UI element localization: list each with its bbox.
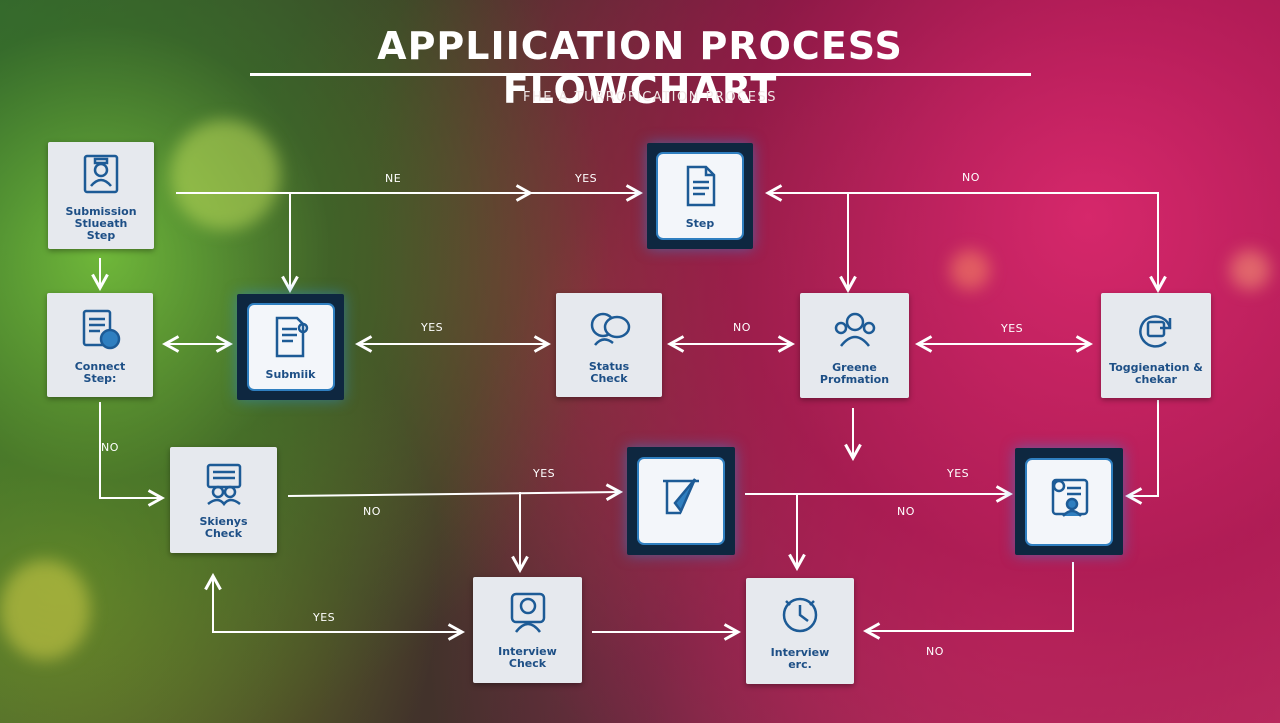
edge-label: YES bbox=[313, 611, 336, 624]
document-icon bbox=[676, 162, 724, 214]
form-icon bbox=[267, 313, 315, 365]
profile-card-icon bbox=[1045, 474, 1093, 526]
node-step[interactable]: Step bbox=[647, 143, 753, 249]
bokeh-light bbox=[0, 560, 90, 660]
bokeh-light bbox=[170, 120, 280, 230]
edge-label: YES bbox=[947, 467, 970, 480]
edge-label: YES bbox=[533, 467, 556, 480]
node-profile-card[interactable] bbox=[1015, 448, 1123, 555]
edge-label: NO bbox=[962, 171, 980, 184]
applicant-id-icon bbox=[77, 150, 125, 202]
refresh-check-icon bbox=[1132, 306, 1180, 358]
edge-label: NO bbox=[101, 441, 119, 454]
edge-label: YES bbox=[421, 321, 444, 334]
edge-label: NO bbox=[897, 505, 915, 518]
chat-icon bbox=[585, 305, 633, 357]
edge-label: NO bbox=[733, 321, 751, 334]
bokeh-light bbox=[950, 250, 990, 290]
approve-icon bbox=[657, 473, 705, 525]
page-subtitle: FHE A TURROFICATION PROCESS bbox=[523, 90, 777, 105]
node-submit[interactable]: Submiik bbox=[237, 294, 344, 400]
edge-label: NE bbox=[385, 172, 402, 185]
edge-label: NO bbox=[926, 645, 944, 658]
node-toggienation-chekar[interactable]: Toggienation &chekar bbox=[1101, 293, 1211, 398]
bokeh-light bbox=[1230, 250, 1270, 290]
edge-label: YES bbox=[575, 172, 598, 185]
clipboard-icon bbox=[76, 305, 124, 357]
edge-label: NO bbox=[363, 505, 381, 518]
users-icon bbox=[831, 306, 879, 358]
node-approve[interactable] bbox=[627, 447, 735, 555]
clock-icon bbox=[776, 591, 824, 643]
team-card-icon bbox=[200, 460, 248, 512]
edge-label: YES bbox=[1001, 322, 1024, 335]
title-divider bbox=[250, 73, 1031, 76]
node-label: Step bbox=[685, 217, 715, 230]
interviewer-icon bbox=[504, 590, 552, 642]
node-label: Submiik bbox=[265, 368, 316, 381]
node-label: Toggienation &chekar bbox=[1109, 360, 1203, 386]
